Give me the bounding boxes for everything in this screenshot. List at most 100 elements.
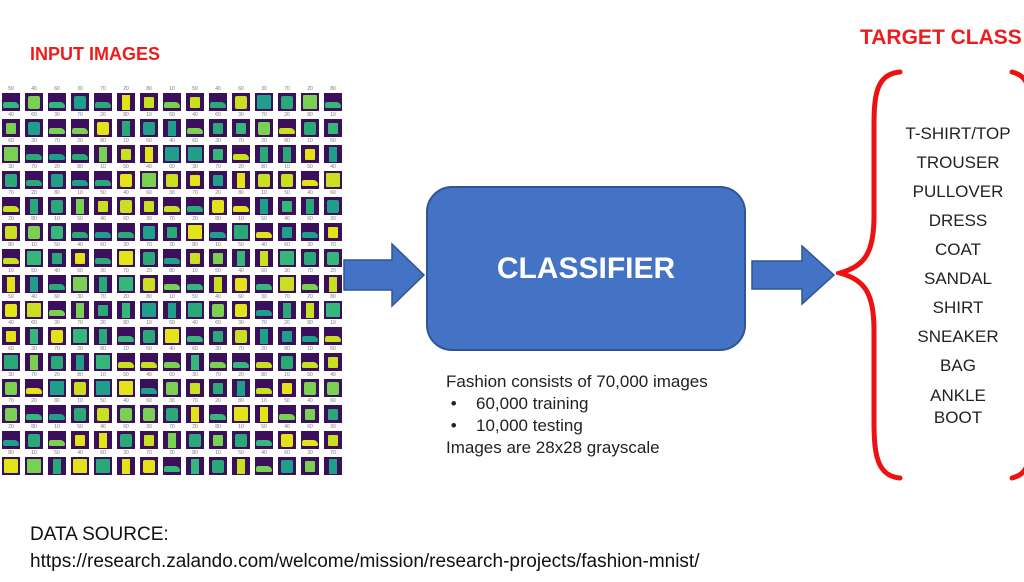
sample-image-tick: 20	[8, 424, 14, 430]
garment-shape	[143, 408, 155, 421]
garment-shape	[191, 355, 199, 370]
sample-image-thumbnail	[186, 275, 204, 293]
sample-image: 10	[230, 216, 252, 242]
garment-shape	[237, 381, 245, 396]
sample-image-tick: 10	[31, 242, 37, 248]
garment-shape	[122, 95, 130, 110]
sample-image-tick: 70	[215, 372, 221, 378]
notes-line-last: Images are 28x28 grayscale	[446, 438, 660, 457]
sample-image-tick: 10	[330, 112, 336, 118]
sample-image: 30	[92, 268, 114, 294]
sample-image: 70	[115, 268, 137, 294]
sample-image-tick: 70	[8, 398, 14, 404]
sample-image-tick: 40	[31, 294, 37, 300]
sample-image-tick: 50	[31, 268, 37, 274]
sample-image-thumbnail	[2, 301, 20, 319]
sample-image-tick: 50	[77, 424, 83, 430]
sample-image-tick: 80	[8, 242, 14, 248]
sample-image-tick: 50	[284, 190, 290, 196]
sample-image: 20	[115, 294, 137, 320]
notes-bullet-1-text: 60,000 training	[476, 394, 589, 413]
garment-shape	[99, 329, 107, 344]
sample-image-thumbnail	[186, 171, 204, 189]
sample-image: 10	[230, 424, 252, 450]
sample-image-thumbnail	[25, 119, 43, 137]
sample-image-thumbnail	[255, 249, 273, 267]
sample-image-thumbnail	[71, 353, 89, 371]
sample-image-tick: 50	[123, 372, 129, 378]
sample-image-tick: 40	[54, 268, 60, 274]
sample-image-tick: 30	[169, 398, 175, 404]
sample-image-tick: 10	[54, 216, 60, 222]
sample-image-thumbnail	[324, 405, 342, 423]
data-source-url[interactable]: https://research.zalando.com/welcome/mis…	[30, 551, 700, 572]
sample-image-thumbnail	[94, 327, 112, 345]
sample-image: 40	[184, 112, 206, 138]
sample-image: 20	[0, 424, 22, 450]
garment-shape	[98, 305, 108, 316]
sample-image: 50	[230, 242, 252, 268]
sample-image-tick: 20	[100, 112, 106, 118]
garment-shape	[72, 180, 88, 186]
sample-image-tick: 10	[330, 320, 336, 326]
sample-image-tick: 70	[215, 164, 221, 170]
sample-image-tick: 20	[31, 190, 37, 196]
sample-image: 80	[46, 398, 68, 424]
sample-image: 40	[322, 164, 344, 190]
garment-shape	[118, 362, 134, 368]
sample-image-thumbnail	[301, 431, 319, 449]
garment-shape	[260, 329, 268, 344]
garment-shape	[5, 174, 17, 187]
sample-image: 70	[207, 372, 229, 398]
sample-image-thumbnail	[94, 197, 112, 215]
garment-shape	[3, 440, 19, 446]
garment-shape	[119, 277, 133, 291]
sample-image: 60	[46, 294, 68, 320]
garment-shape	[213, 383, 223, 394]
sample-image-tick: 50	[330, 346, 336, 352]
sample-image: 50	[161, 112, 183, 138]
sample-image-thumbnail	[163, 405, 181, 423]
sample-image: 80	[0, 242, 22, 268]
garment-shape	[76, 355, 84, 370]
garment-shape	[190, 383, 200, 394]
sample-image-thumbnail	[209, 327, 227, 345]
sample-image-tick: 60	[123, 216, 129, 222]
garment-shape	[210, 362, 226, 368]
sample-image-thumbnail	[117, 249, 135, 267]
sample-image-tick: 60	[307, 424, 313, 430]
sample-image: 60	[253, 268, 275, 294]
sample-image-thumbnail	[324, 275, 342, 293]
garment-shape	[74, 96, 86, 109]
sample-image: 50	[115, 372, 137, 398]
sample-image-tick: 40	[8, 320, 14, 326]
sample-image-tick: 10	[169, 86, 175, 92]
sample-image-thumbnail	[94, 119, 112, 137]
sample-image: 80	[253, 372, 275, 398]
sample-image-tick: 20	[192, 216, 198, 222]
garment-shape	[3, 206, 19, 212]
sample-image-tick: 10	[307, 346, 313, 352]
garment-shape	[49, 154, 65, 160]
sample-image: 10	[69, 190, 91, 216]
sample-image-tick: 20	[238, 164, 244, 170]
garment-shape	[143, 122, 155, 135]
target-class-item: COAT	[935, 240, 981, 259]
sample-image: 20	[276, 112, 298, 138]
sample-image-tick: 40	[330, 372, 336, 378]
sample-image-tick: 40	[8, 112, 14, 118]
sample-image-tick: 20	[169, 450, 175, 456]
garment-shape	[326, 303, 340, 317]
sample-image-tick: 70	[31, 164, 37, 170]
sample-image: 10	[23, 450, 45, 476]
sample-image-thumbnail	[48, 405, 66, 423]
sample-image-tick: 40	[31, 86, 37, 92]
sample-image: 60	[92, 450, 114, 476]
data-source: DATA SOURCE: https://research.zalando.co…	[30, 521, 700, 575]
sample-image-tick: 80	[123, 320, 129, 326]
garment-shape	[329, 459, 337, 474]
sample-image-thumbnail	[140, 379, 158, 397]
sample-image-tick: 50	[192, 294, 198, 300]
sample-image-tick: 30	[307, 450, 313, 456]
sample-image-thumbnail	[94, 249, 112, 267]
